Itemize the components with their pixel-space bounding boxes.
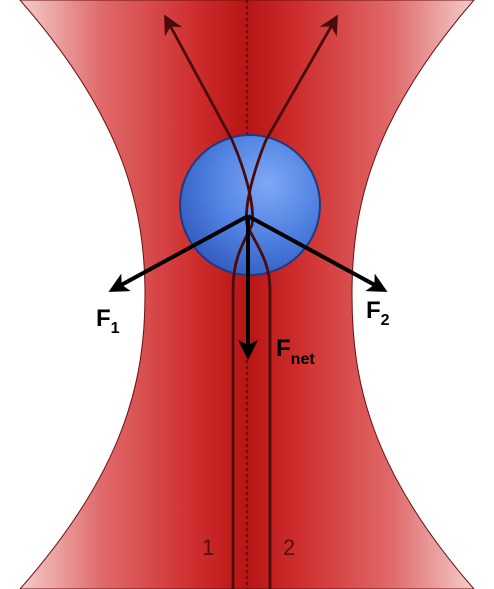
force-f2-arrow <box>247 214 388 292</box>
ray-1-path <box>164 14 254 589</box>
force-f1-arrow <box>108 214 249 292</box>
force-f2-label: F2 <box>366 297 390 329</box>
ray-1-label: 1 <box>202 535 214 560</box>
force-f1-label: F1 <box>96 305 120 337</box>
force-fnet-label: Fnet <box>276 335 315 368</box>
ray-2-label: 2 <box>283 535 295 560</box>
